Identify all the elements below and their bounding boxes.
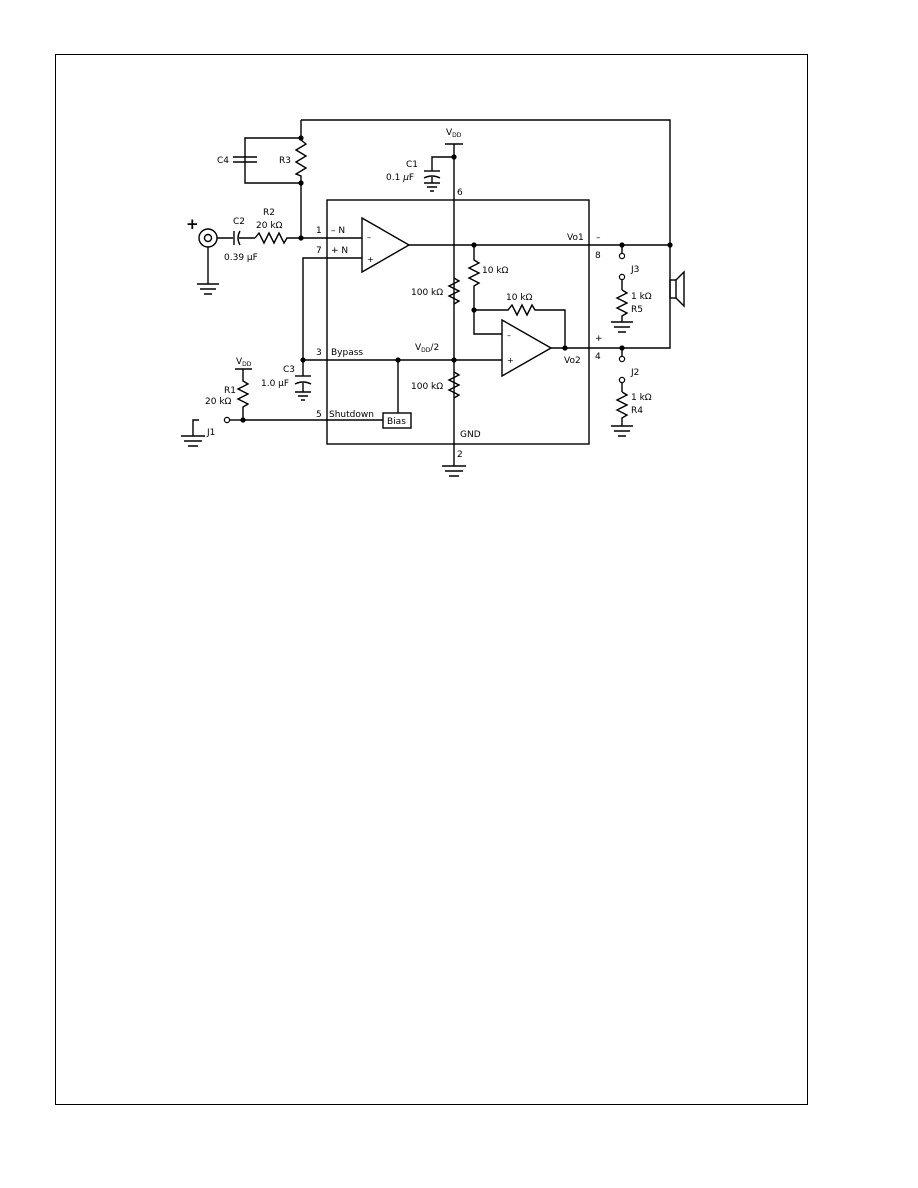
feedback-network [233, 119, 671, 243]
c3-value: 1.0 µF [261, 379, 289, 389]
c3-label: C3 [283, 365, 295, 375]
c1-label: C1 [406, 160, 418, 170]
c2-value: 0.39 µF [224, 253, 258, 263]
c2-label: C2 [233, 217, 245, 227]
pin-5: 5 [316, 410, 322, 420]
speaker-icon [669, 270, 685, 308]
gnd-symbol-icon [442, 442, 466, 477]
r1-resistor-icon [236, 369, 250, 420]
j2-label: J2 [630, 368, 639, 378]
r5-resistor-icon [615, 289, 629, 322]
r5-ground-icon [611, 321, 633, 333]
pin-inv-label: – N [331, 226, 345, 236]
r2-label: R2 [263, 208, 275, 218]
vo2-sign: + [595, 334, 603, 344]
vo1-sign: – [596, 233, 601, 243]
r-top-resistor-icon [447, 277, 461, 305]
pin-noninv-label: + N [331, 246, 348, 256]
pin-2: 2 [457, 450, 463, 460]
r5-value: 1 kΩ [631, 292, 652, 302]
c1-capacitor-icon [423, 170, 441, 192]
bias-label: Bias [387, 417, 406, 427]
r4-resistor-icon [615, 391, 629, 426]
r5-label: R5 [631, 305, 643, 315]
pin-3: 3 [316, 348, 322, 358]
j3-label: J3 [630, 265, 639, 275]
c3-capacitor-icon [294, 360, 312, 401]
r4-label: R4 [631, 406, 643, 416]
input-jack-icon [197, 228, 219, 295]
r-fb-resistor-icon [474, 303, 566, 347]
j1-label: J1 [206, 428, 215, 438]
r4-ground-icon [611, 425, 633, 437]
c4-label: C4 [217, 156, 229, 166]
ic-package [326, 199, 590, 445]
r-fb-in-value: 10 kΩ [482, 266, 509, 276]
opamp-2-minus: – [507, 331, 511, 340]
r2-resistor-icon [254, 231, 362, 245]
vo2-wire [551, 245, 671, 349]
opamp-1-plus: + [367, 255, 374, 264]
r1-label: R1 [224, 386, 236, 396]
vo2-label: Vo2 [564, 356, 581, 366]
opamp-2-icon [501, 318, 553, 378]
r1-vdd-label: VDD [236, 357, 252, 368]
pin-4: 4 [595, 352, 601, 362]
vdd-label: VDD [446, 128, 462, 139]
page-frame [55, 54, 808, 1105]
opamp-2-plus: + [507, 356, 514, 365]
c1-wire [431, 156, 454, 171]
r-bot-resistor-icon [447, 371, 461, 399]
opamp-2-inv-wire [473, 310, 502, 335]
r-fb-in-resistor-icon [467, 245, 481, 310]
pin-shutdown-label: Shutdown [329, 410, 374, 420]
noninv-wire [302, 257, 362, 358]
j3-jumper-icon [618, 245, 626, 290]
pin-gnd-label: GND [460, 430, 481, 440]
pin-6: 6 [457, 188, 463, 198]
r-bot-value: 100 kΩ [411, 382, 443, 392]
pin-1: 1 [316, 226, 322, 236]
input-plus-sign: + [186, 215, 199, 233]
vdd2-label: VDD/2 [415, 343, 439, 354]
j2-jumper-icon [618, 348, 626, 392]
c2-capacitor-icon [233, 230, 241, 246]
r2-value: 20 kΩ [256, 221, 283, 231]
r3-label: R3 [279, 156, 291, 166]
r1-value: 20 kΩ [205, 397, 232, 407]
r-fb-value: 10 kΩ [506, 293, 533, 303]
r4-value: 1 kΩ [631, 393, 652, 403]
r-top-value: 100 kΩ [411, 288, 443, 298]
opamp-1-icon [361, 216, 411, 274]
pin-bypass-label: Bypass [331, 348, 363, 358]
pin-8: 8 [595, 251, 601, 261]
j1-switch-icon [181, 416, 243, 447]
vo1-label: Vo1 [567, 233, 584, 243]
opamp-1-minus: – [367, 233, 371, 242]
c1-value: 0.1 µF [386, 173, 414, 183]
pin-7: 7 [316, 246, 322, 256]
